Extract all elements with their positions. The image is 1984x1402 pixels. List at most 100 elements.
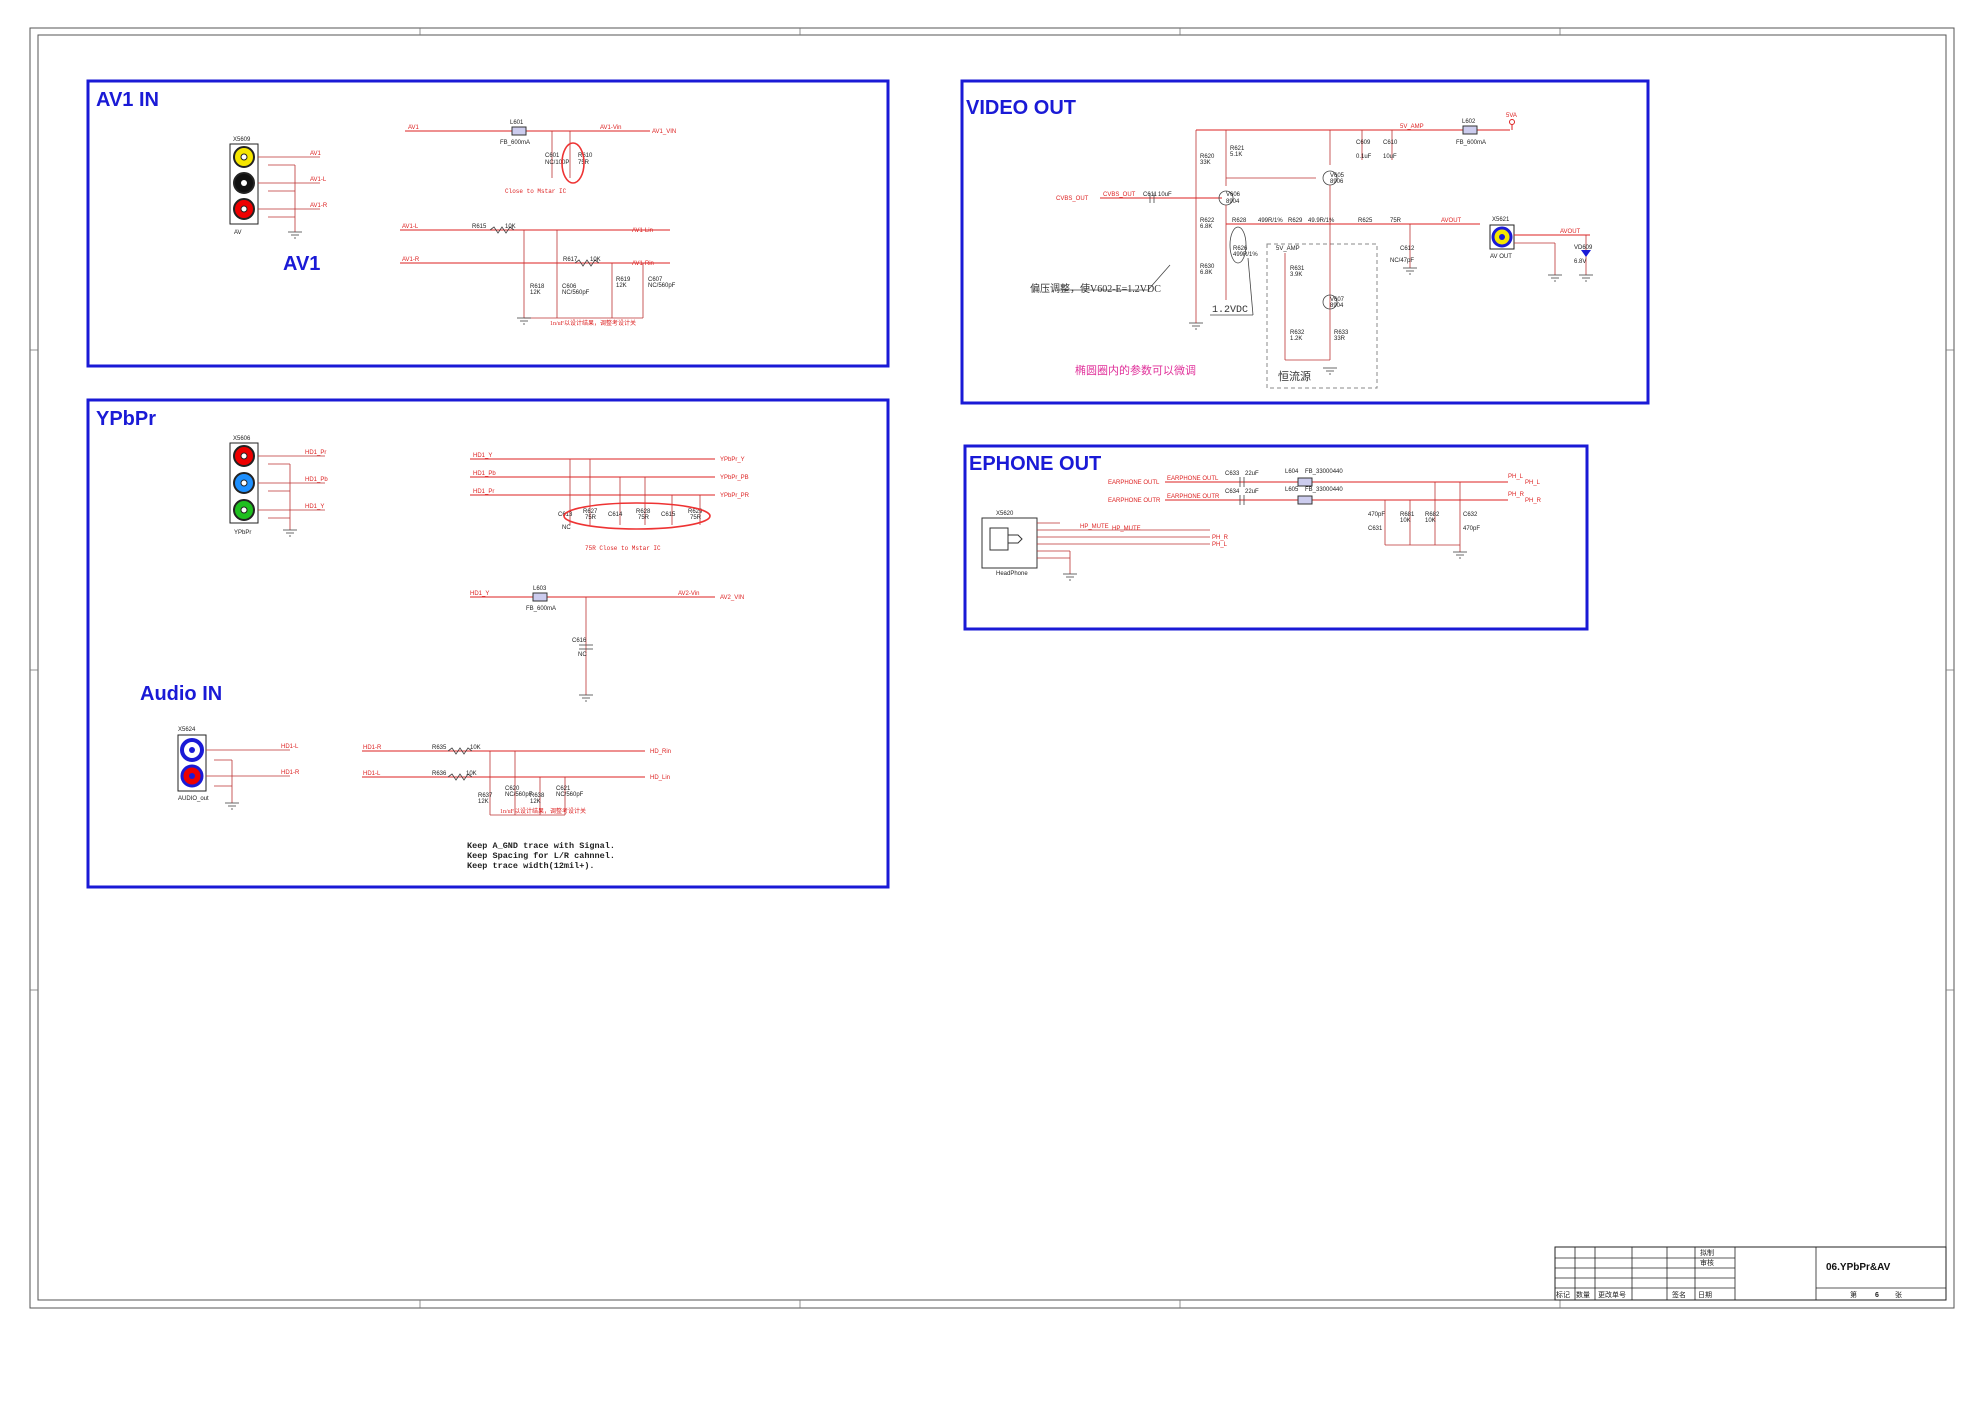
net-avout-2: AVOUT	[1560, 229, 1581, 235]
port-ph-l: PH_L	[1525, 480, 1541, 486]
r629-ref: R629	[1288, 218, 1303, 224]
r631-ref: R631	[1290, 266, 1305, 272]
col-date: 日期	[1698, 1291, 1712, 1299]
net-hd1-l: HD1-L	[363, 771, 381, 777]
r682-value: 10K	[1425, 518, 1436, 524]
tuning-ellipse	[561, 142, 585, 184]
c632-ref: C632	[1463, 512, 1478, 518]
r615-value: 10K	[505, 224, 516, 230]
r632-value: 1.2K	[1290, 336, 1302, 342]
r629-value: 49.9R/1%	[1308, 218, 1335, 224]
r681-ref: R681	[1400, 512, 1415, 518]
connector-label: YPbPr	[234, 530, 251, 536]
r628-ref: R628	[1232, 218, 1247, 224]
port-hd-rin: HD_Rin	[650, 749, 671, 755]
panel-ephone-out: EPHONE OUT EARPHONE OUTL EARPHONE OUTR E…	[963, 444, 1589, 631]
connector-ref: X5624	[178, 727, 196, 733]
ferrite-l602	[1462, 125, 1478, 135]
port-ph-r-jack: PH_R	[1212, 535, 1229, 541]
r622-value: 6.8K	[1200, 224, 1212, 230]
r637-ref: R637	[478, 793, 493, 799]
page-number: 6	[1875, 1292, 1879, 1299]
r637-value: 12K	[478, 799, 489, 805]
x5621-label: AV OUT	[1490, 254, 1512, 260]
port-ypbpr-pb: YPbPr_PB	[720, 475, 749, 481]
note-1-2vdc: 1.2VDC	[1212, 305, 1248, 316]
c612-ref: C612	[1400, 246, 1415, 252]
pin-net-2: AV1-L	[310, 177, 327, 183]
panel-video-out: VIDEO OUT 5V_AMP L602 FB_600mA 5VA R620 …	[960, 79, 1650, 405]
c609-ref: C609	[1356, 140, 1371, 146]
panel-title: YPbPr	[96, 408, 156, 430]
port-earphone-r: EARPHONE OUTR	[1108, 498, 1161, 504]
pin-net-r: HD1-R	[281, 770, 300, 776]
r631-value: 3.9K	[1290, 272, 1302, 278]
port-ypbpr-y: YPbPr_Y	[720, 457, 745, 463]
title-block-frame	[1554, 1246, 1947, 1301]
l603-ref: L603	[533, 586, 547, 592]
l602-ref: L602	[1462, 119, 1476, 125]
note-design: 1n/uF以设计结果，调整考设计关	[500, 807, 586, 815]
panel-av1-in: AV1 IN X5609 AV AV1 AV1-L AV1-R AV1 AV1 …	[86, 79, 890, 368]
note-design: 1n/uF以设计结果，调整考设计关	[550, 319, 636, 327]
r633-value: 33R	[1334, 336, 1346, 342]
c610-ref: C610	[1383, 140, 1398, 146]
layout-note-2: Keep Spacing for L/R cahnnel.	[467, 851, 615, 861]
r619-ref: R619	[616, 277, 631, 283]
c634-ref: C634	[1225, 489, 1240, 495]
c606-ref: C606	[562, 284, 577, 290]
net-av1: AV1	[408, 125, 420, 131]
pin-net-y: HD1_Y	[305, 504, 324, 510]
v606-type: 8904	[1226, 199, 1240, 205]
rail-net-y: HD1_Y	[473, 453, 492, 459]
c606-value: NC/560pF	[562, 290, 590, 296]
r628-value: 499R/1%	[1258, 218, 1283, 224]
r635-value: 10K	[470, 745, 481, 751]
c612-value: NC/47pF	[1390, 258, 1414, 264]
port-ypbpr-pr: YPbPr_PR	[720, 493, 750, 499]
net-cvbs-out: CVBS_OUT	[1103, 192, 1136, 198]
net-5v-amp: 5V_AMP	[1400, 124, 1424, 130]
port-av1-vin: AV1_VIN	[652, 129, 676, 135]
c621-ref: C621	[556, 786, 571, 792]
c601-ref: C601	[545, 153, 560, 159]
transistor-v607	[1322, 294, 1338, 310]
r625-value: 75R	[1390, 218, 1402, 224]
net-5va: 5VA	[1506, 113, 1517, 119]
c633-ref: C633	[1225, 471, 1240, 477]
net-earphone-l: EARPHONE OUTL	[1167, 476, 1219, 482]
port-av1-lin: AV1-Lin	[632, 228, 653, 234]
l605-ref: L605	[1285, 487, 1299, 493]
pin-net-1: AV1	[310, 151, 322, 157]
frame-ticks	[30, 28, 1954, 1308]
r629-value: 75R	[690, 515, 702, 521]
port-ph-l-jack: PH_L	[1212, 542, 1228, 548]
connector-ref: X5606	[233, 436, 251, 442]
net-earphone-r: EARPHONE OUTR	[1167, 494, 1220, 500]
ferrite-l604	[1297, 477, 1313, 487]
v605-type: 8906	[1330, 179, 1344, 185]
audio-in-title: Audio IN	[140, 683, 222, 705]
r633-ref: R633	[1334, 330, 1349, 336]
rail-net-pr: HD1_Pr	[473, 489, 494, 495]
l604-value: FB_33000440	[1305, 469, 1343, 475]
pin-net-pr: HD1_Pr	[305, 450, 326, 456]
r630-ref: R630	[1200, 264, 1215, 270]
r610-ref: R610	[578, 153, 593, 159]
layout-note-1: Keep A_GND trace with Signal.	[467, 841, 615, 851]
r629-ref: R629	[688, 509, 703, 515]
r630-value: 6.8K	[1200, 270, 1212, 276]
c616-ref: C616	[572, 638, 587, 644]
c613-ref: C613	[558, 512, 573, 518]
outer-frame	[29, 27, 1955, 1309]
c609-value: 0.1uF	[1356, 154, 1372, 160]
c601-value: NC/100P	[545, 160, 569, 166]
v607-ref: V607	[1330, 297, 1345, 303]
r632-ref: R632	[1290, 330, 1305, 336]
port-earphone-l: EARPHONE OUTL	[1108, 480, 1160, 486]
net-5v-amp-2: 5V_AMP	[1276, 246, 1300, 252]
connector-label: AUDIO_out	[178, 796, 209, 802]
connector-label: AV	[234, 230, 242, 236]
ferrite-l603	[532, 592, 548, 602]
r681-value: 10K	[1400, 518, 1411, 524]
